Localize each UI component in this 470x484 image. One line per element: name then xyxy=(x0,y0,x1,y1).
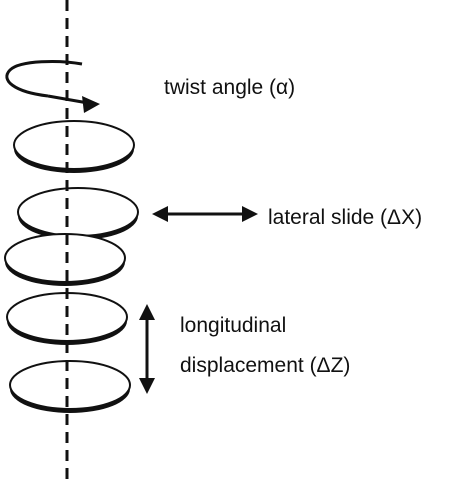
longitudinal-label-line2: displacement (ΔZ) xyxy=(180,354,351,377)
lateral-slide-label: lateral slide (ΔX) xyxy=(268,206,423,229)
longitudinal-label-line1: longitudinal xyxy=(180,314,287,337)
twist-angle-label: twist angle (α) xyxy=(164,76,296,99)
disk-4 xyxy=(6,292,128,345)
twist-arrow-icon xyxy=(5,60,100,113)
longitudinal-arrow-icon xyxy=(139,304,155,394)
disk-5 xyxy=(9,360,131,413)
disk-2 xyxy=(17,187,139,240)
lateral-arrow-icon xyxy=(152,206,258,222)
disk-3 xyxy=(4,233,126,286)
disk-1 xyxy=(13,120,135,173)
